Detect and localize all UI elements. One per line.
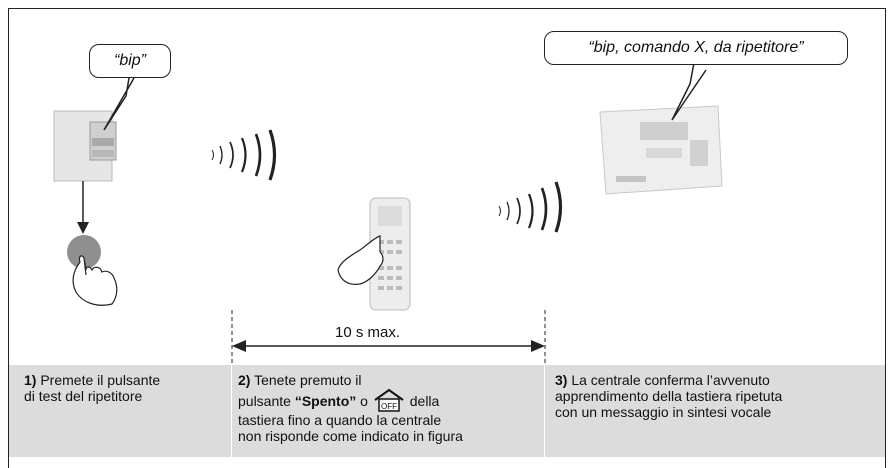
step-3-line2: apprendimento della tastiera ripetuta: [555, 388, 783, 404]
control-panel-device: [599, 105, 723, 195]
duration-arrow: [232, 340, 545, 352]
speech-bubble-left: “bip”: [89, 44, 171, 78]
bubble-tail-left: [103, 71, 135, 131]
hand-icon: [72, 255, 118, 306]
step-3-number: 3): [555, 372, 568, 388]
repeater-device: [53, 110, 117, 182]
illustration-layer: [53, 62, 723, 457]
step-2: 2) Tenete premuto il pulsante “Spento” o…: [238, 372, 540, 444]
step-3-line1: La centrale conferma l’avvenuto: [571, 372, 770, 388]
step-1-number: 1): [24, 372, 37, 388]
step-2-line2-end: della: [405, 393, 440, 409]
svg-text:OFF: OFF: [381, 402, 397, 411]
step-2-line2-or: o: [356, 393, 372, 409]
column-separator: [544, 365, 545, 457]
step-2-number: 2): [238, 372, 251, 388]
radio-waves-icon-2: [498, 181, 563, 233]
off-house-icon: OFF: [374, 388, 404, 412]
bubble-right-text: “bip, comando X, da ripetitore”: [588, 39, 804, 56]
step-2-line4: non risponde come indicato in figura: [238, 428, 463, 444]
step-3: 3) La centrale conferma l’avvenuto appre…: [555, 372, 875, 420]
step-1: 1) Premete il pulsante di test del ripet…: [24, 372, 224, 404]
step-1-line2: di test del ripetitore: [24, 388, 143, 404]
step-2-line3: tastiera fino a quando la centrale: [238, 412, 442, 428]
bubble-tail-right: [671, 62, 707, 121]
radio-waves-icon: [211, 129, 277, 181]
off-button-label: “Spento”: [294, 393, 357, 409]
bubble-left-text: “bip”: [113, 52, 146, 69]
instruction-band: [9, 365, 885, 457]
step-1-line1: Premete il pulsante: [40, 372, 161, 388]
column-separator: [231, 365, 232, 457]
speech-bubble-right: “bip, comando X, da ripetitore”: [544, 31, 848, 65]
duration-label: 10 s max.: [335, 324, 401, 341]
test-button: [67, 235, 101, 269]
step-2-line1: Tenete premuto il: [254, 372, 362, 388]
hand-on-keypad-icon: [337, 235, 384, 285]
step-2-line2-start: pulsante: [238, 393, 295, 409]
step-3-line3: con un messaggio in sintesi vocale: [555, 404, 772, 420]
down-arrow: [77, 181, 89, 234]
